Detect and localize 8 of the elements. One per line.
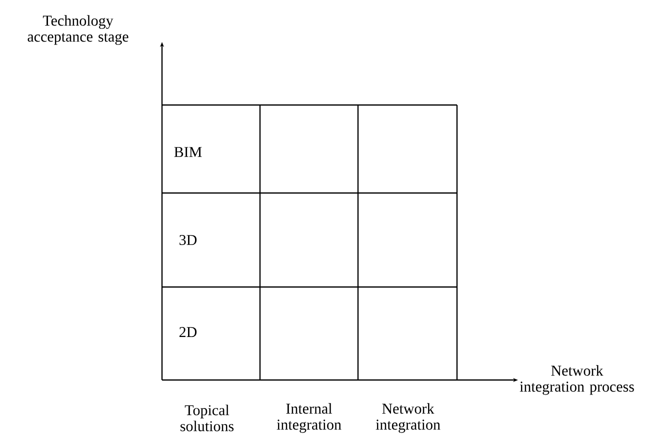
- row-label: 2D: [180, 327, 197, 337]
- row-label: 3D: [180, 234, 197, 246]
- axis-title: Technology acceptance stage: [28, 15, 128, 45]
- column-label: Internal integration: [276, 403, 342, 433]
- column-label: Topical solutions: [180, 404, 234, 432]
- column-label: Network integration: [376, 403, 440, 433]
- axis-title: Network integration process: [520, 365, 634, 395]
- row-label: BIM: [174, 147, 202, 157]
